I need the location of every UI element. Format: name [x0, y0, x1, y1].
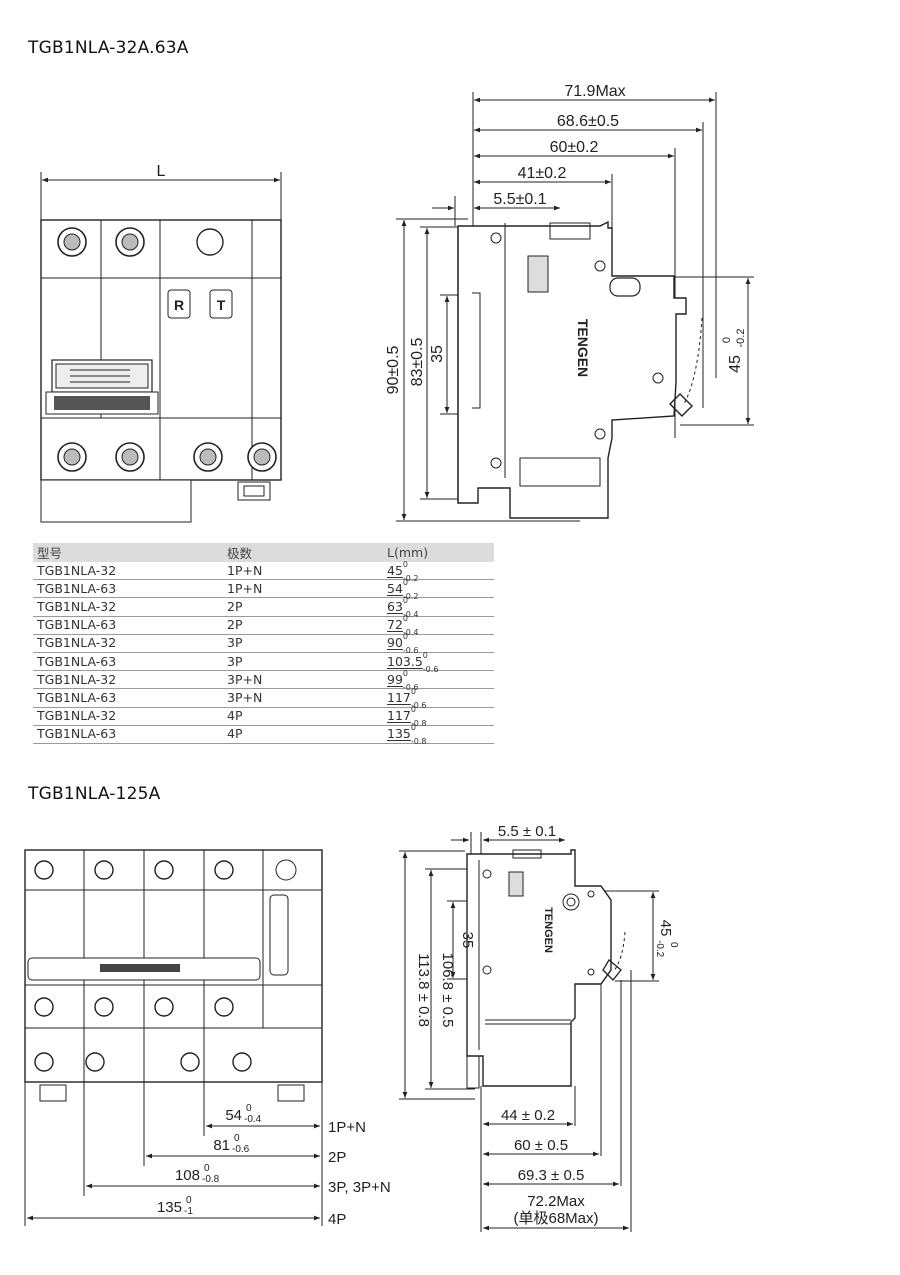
cell-poles: 2P [223, 597, 383, 617]
fig1-side-view: 71.9Max 68.6±0.5 60±0.2 41±0.2 5.5±0.1 9… [385, 83, 754, 522]
cell-poles: 1P+N [223, 562, 383, 581]
fig2-side-view: 5.5 ± 0.1 113.8 ± 0.8 106.8 ± 0.5 35 45 … [399, 823, 679, 1232]
cell-model: TGB1NLA-32 [33, 562, 223, 581]
cell-poles: 2P [223, 616, 383, 635]
dim-68-6: 68.6±0.5 [557, 113, 619, 130]
mark-T: T [217, 297, 226, 313]
cell-poles: 3P [223, 634, 383, 653]
dim-L-label: L [157, 163, 166, 180]
header-l: L(mm) [383, 543, 494, 562]
heading-bottom: TGB1NLA-125A [28, 784, 161, 804]
cell-model: TGB1NLA-32 [33, 634, 223, 653]
dim-60-125: 60 ± 0.5 [514, 1137, 568, 1154]
cell-poles: 3P+N [223, 688, 383, 708]
dim-35: 35 [429, 345, 446, 363]
cell-model: TGB1NLA-63 [33, 652, 223, 672]
header-model: 型号 [33, 543, 223, 562]
dim-54: 54 [225, 1107, 242, 1124]
dim-83: 83±0.5 [409, 337, 426, 386]
screw-terminals [57, 227, 277, 472]
dim-90: 90±0.5 [385, 345, 402, 394]
dim-81: 81 [213, 1137, 230, 1154]
dim-54-tol-lower: -0.4 [244, 1114, 262, 1125]
cell-poles: 4P [223, 725, 383, 744]
dim-81-tol-lower: -0.6 [232, 1144, 250, 1155]
dim-54-tol-upper: 0 [246, 1103, 252, 1114]
brand-tengen: TENGEN [575, 319, 591, 377]
dim-81-tol-upper: 0 [234, 1133, 240, 1144]
dim-108-tol-lower: -0.8 [202, 1174, 220, 1185]
cell-poles: 3P [223, 652, 383, 672]
dim-108: 108 [175, 1167, 200, 1184]
brand-tengen-125: TENGEN [542, 907, 554, 953]
dim-45-tol-upper: 0 [721, 337, 733, 343]
dim-45-125: 45 [657, 920, 674, 937]
dim-135-tol-lower: -1 [184, 1206, 193, 1217]
cell-model: TGB1NLA-32 [33, 707, 223, 726]
dim-note-single-pole: (单极68Max) [513, 1210, 598, 1227]
dim-45-tol-lower: -0.2 [735, 329, 747, 348]
dim-5-5-125: 5.5 ± 0.1 [498, 823, 556, 840]
header-poles: 极数 [223, 543, 383, 562]
dim-44: 44 ± 0.2 [501, 1107, 555, 1124]
dim-135: 135 [157, 1199, 182, 1216]
dim-106-8: 106.8 ± 0.5 [439, 953, 456, 1028]
label-1p-n: 1P+N [328, 1119, 366, 1136]
mark-R: R [174, 297, 184, 313]
dim-72-2max: 72.2Max [527, 1193, 585, 1210]
screw-terminals-125 [34, 860, 252, 1072]
cell-poles: 3P+N [223, 670, 383, 690]
dim-35-125: 35 [459, 932, 476, 949]
dim-60: 60±0.2 [550, 139, 599, 156]
heading-top: TGB1NLA-32A.63A [28, 38, 189, 58]
label-4p: 4P [328, 1211, 346, 1228]
label-2p: 2P [328, 1149, 346, 1166]
dim-135-tol-upper: 0 [186, 1195, 192, 1206]
cell-model: TGB1NLA-63 [33, 579, 223, 599]
cell-model: TGB1NLA-32 [33, 597, 223, 617]
cell-poles: 1P+N [223, 579, 383, 599]
dim-45: 45 [727, 355, 744, 373]
label-3p: 3P, 3P+N [328, 1179, 391, 1196]
cell-model: TGB1NLA-63 [33, 725, 223, 744]
dim-41: 41±0.2 [518, 165, 567, 182]
dim-113-8: 113.8 ± 0.8 [415, 953, 432, 1027]
fig2-front-view: 54 0 -0.4 81 0 -0.6 108 0 -0.8 135 0 -1 … [24, 849, 391, 1228]
dim-71-9max: 71.9Max [564, 83, 625, 100]
cell-model: TGB1NLA-63 [33, 616, 223, 635]
dim-45-125-tol-lower: -0.2 [654, 940, 665, 958]
fig1-front-view: L R T [40, 163, 282, 523]
dim-5-5: 5.5±0.1 [493, 191, 546, 208]
dim-108-tol-upper: 0 [204, 1163, 210, 1174]
cell-model: TGB1NLA-32 [33, 670, 223, 690]
test-button-circle [196, 228, 224, 256]
dim-45-125-tol-upper: 0 [668, 942, 679, 948]
cell-poles: 4P [223, 707, 383, 726]
dim-69-3: 69.3 ± 0.5 [518, 1167, 585, 1184]
cell-model: TGB1NLA-63 [33, 688, 223, 708]
